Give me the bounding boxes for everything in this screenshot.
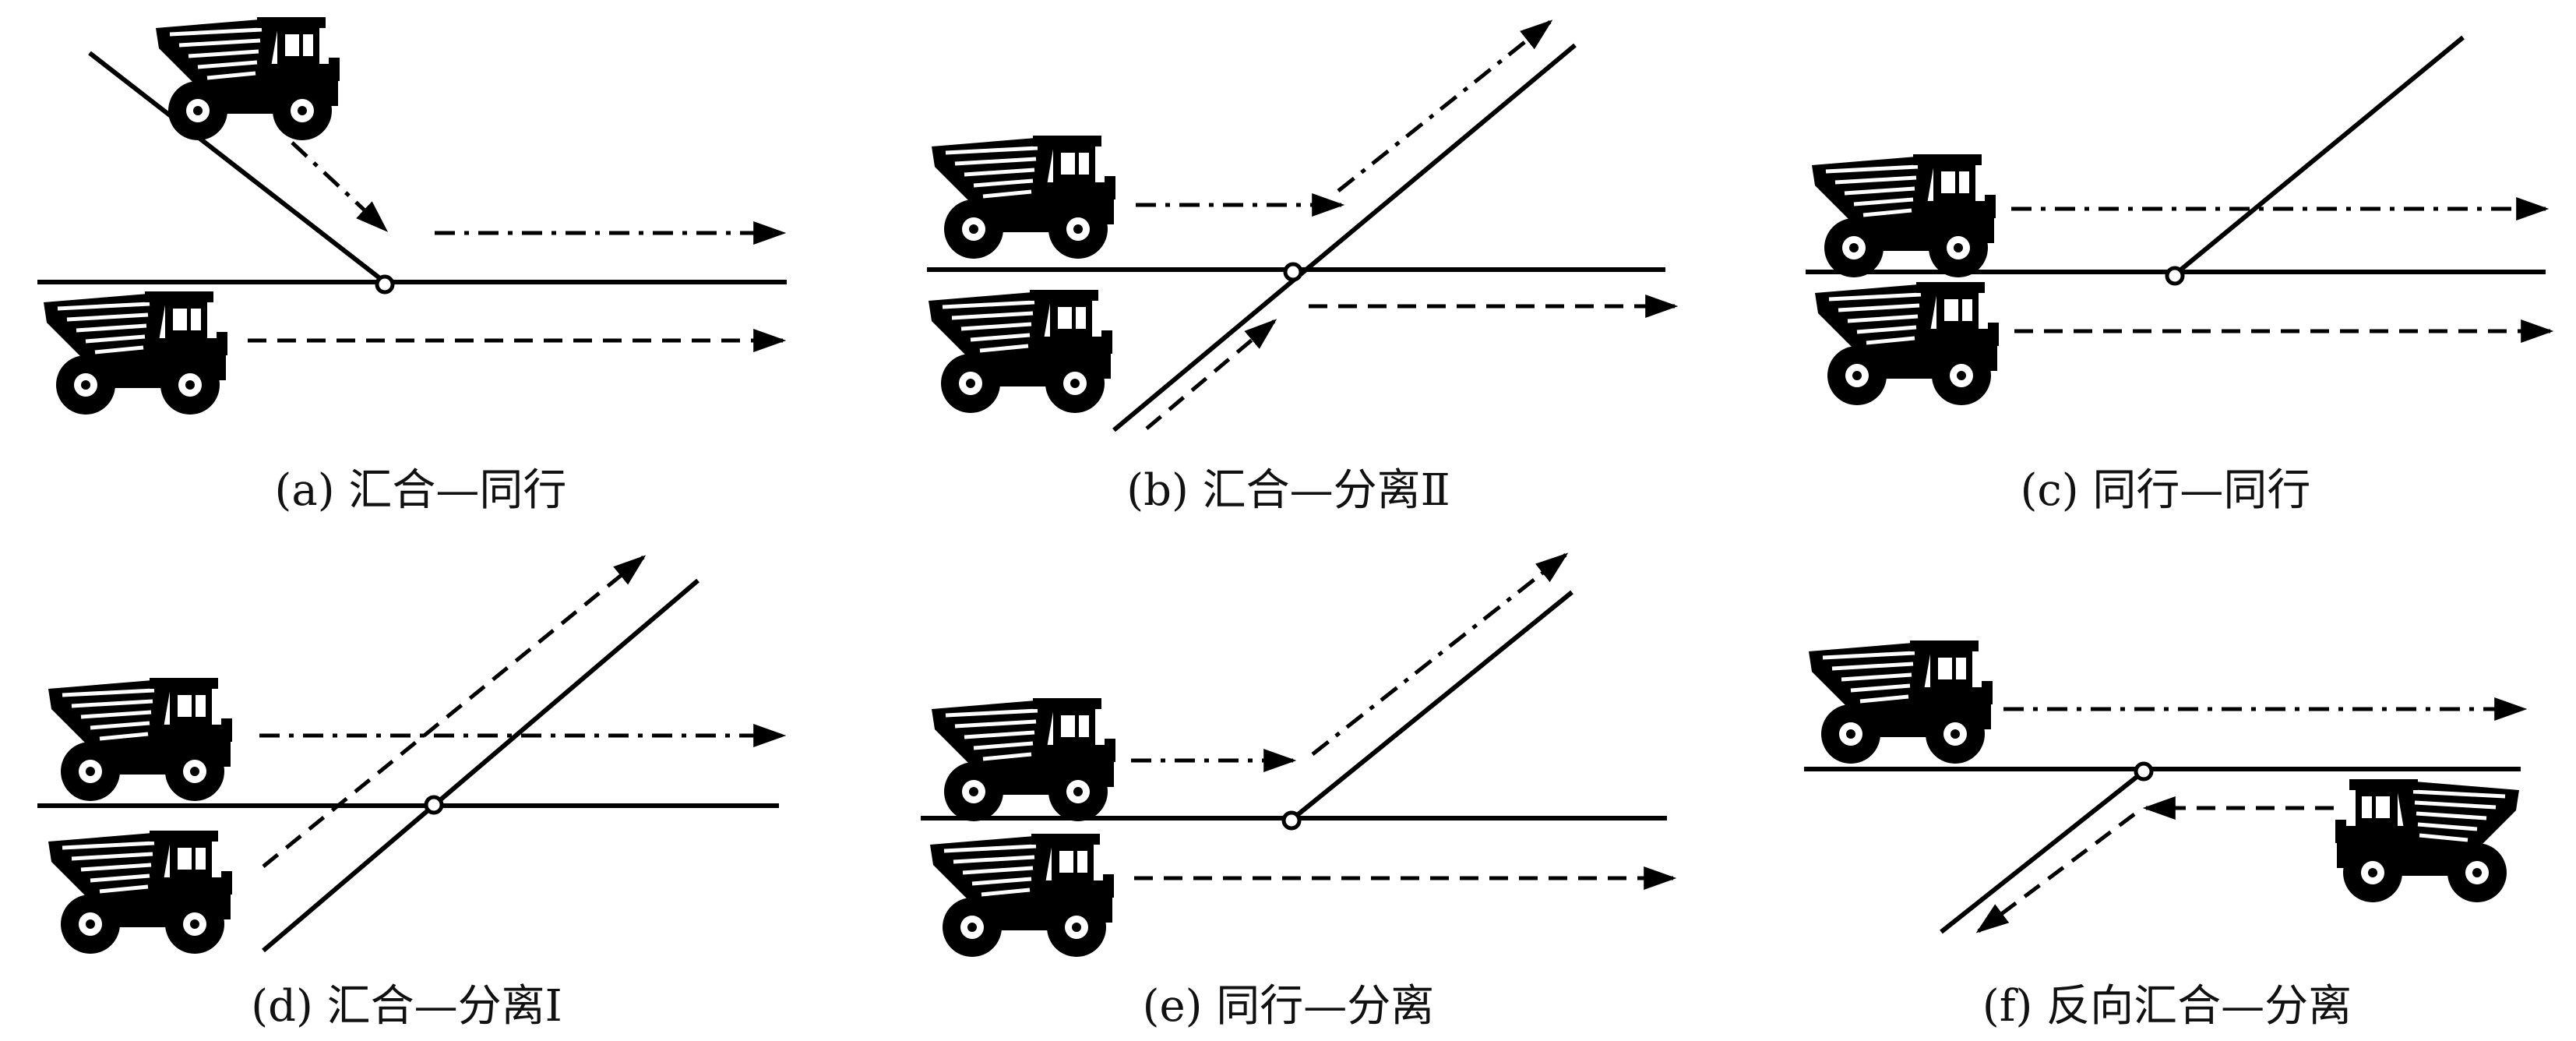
panel-d: (d) 汇合—分离Ⅰ [37, 555, 787, 1032]
mining-truck-icon [1812, 154, 1996, 277]
merge-path-arrow [1145, 319, 1277, 430]
branch-road [2172, 35, 2465, 278]
panel-caption: (d) 汇合—分离Ⅰ [251, 981, 562, 1032]
branch-road [1940, 769, 2145, 934]
branch-road [1290, 590, 1573, 822]
junction-node [424, 795, 444, 815]
panel-b: (b) 汇合—分离Ⅱ [927, 19, 1679, 516]
separate-path-arrow [1311, 552, 1569, 756]
mining-truck-icon [1815, 282, 1999, 405]
junction-node [1283, 262, 1303, 282]
junction-node [2134, 761, 2154, 782]
mining-truck-icon [930, 834, 1114, 957]
branch-road [88, 51, 386, 284]
mining-truck-icon [48, 831, 232, 954]
mining-truck-icon [2335, 779, 2519, 902]
mining-truck-icon [929, 290, 1112, 413]
junction-node [375, 274, 395, 295]
mining-truck-icon [932, 698, 1115, 821]
branch-road [1112, 43, 1577, 432]
panel-caption: (b) 汇合—分离Ⅱ [1126, 465, 1450, 516]
panel-caption: (a) 汇合—同行 [275, 465, 567, 516]
branch-road [262, 578, 700, 953]
panel-caption: (f) 反向汇合—分离 [1982, 981, 2352, 1032]
mining-truck-icon [156, 17, 340, 140]
mining-truck-icon [932, 136, 1115, 259]
panel-c: (c) 同行—同行 [1806, 35, 2554, 516]
junction-node [2165, 266, 2185, 286]
panel-f: (f) 反向汇合—分离 [1804, 640, 2528, 1032]
mining-truck-icon [1809, 640, 1993, 764]
separate-path-arrow [262, 555, 647, 868]
merge-path-arrow [291, 141, 389, 232]
panel-caption: (e) 同行—分离 [1143, 981, 1435, 1032]
panel-a: (a) 汇合—同行 [37, 17, 787, 516]
mining-truck-icon [48, 678, 232, 801]
junction-node [1281, 810, 1302, 831]
separate-path-arrow [1337, 19, 1553, 192]
mining-truck-icon [44, 291, 227, 415]
panel-caption: (c) 同行—同行 [2021, 465, 2311, 516]
exit-path-arrow [1975, 813, 2136, 933]
panel-e: (e) 同行—分离 [921, 552, 1677, 1032]
